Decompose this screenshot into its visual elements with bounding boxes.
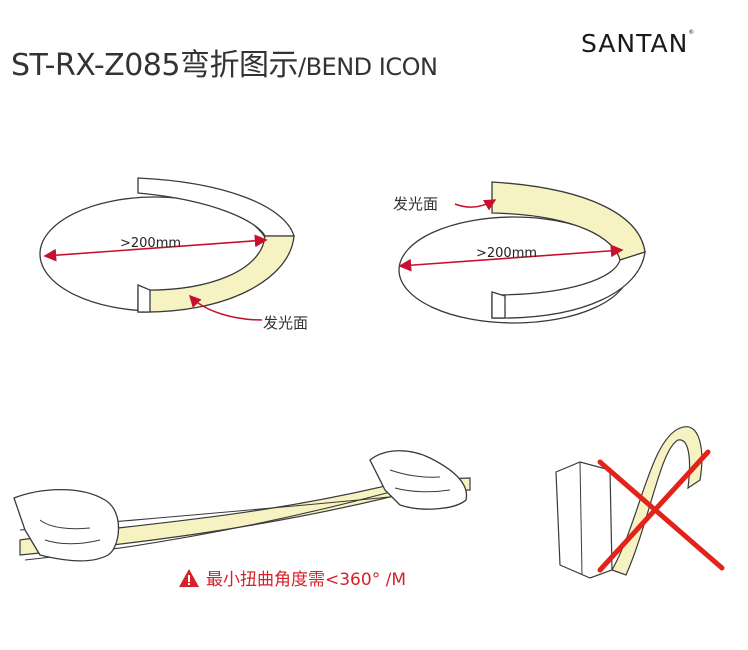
warning-icon: [179, 568, 199, 587]
left-label-arrow: [188, 294, 263, 321]
left-dimension-label: >200mm: [120, 236, 182, 251]
page-title: ST-RX-Z085弯折图示/BEND ICON: [11, 40, 438, 84]
page-title-en: /BEND ICON: [297, 53, 438, 81]
forbidden-strip-bent: [611, 426, 703, 576]
left-strip-end-cap: [137, 284, 151, 313]
left-emitting-face-label: 发光面: [263, 314, 309, 332]
forbidden-strip-base: [555, 461, 613, 579]
left-bend-diagram: [39, 177, 295, 321]
right-bend-diagram: [398, 181, 646, 324]
right-emitting-face-label: 发光面: [393, 195, 439, 213]
right-label-arrow: [454, 199, 497, 211]
left-dimension-arrow: [43, 234, 268, 262]
right-dimension-label: >200mm: [476, 246, 538, 261]
right-strip-end-cap: [491, 291, 506, 319]
forbidden-bend-illustration: [555, 426, 725, 579]
cross-line-1: [597, 459, 725, 571]
left-hand: [13, 488, 120, 562]
twist-warning: 最小扭曲角度需<360° /M: [178, 565, 406, 590]
right-hand: [369, 450, 468, 510]
right-dimension-arrow: [398, 244, 624, 272]
twist-warning-text: 最小扭曲角度需<360° /M: [206, 570, 406, 590]
twist-illustration: [13, 450, 471, 562]
brand-logo: SANTAN®: [581, 29, 696, 58]
page-title-cn: ST-RX-Z085弯折图示: [11, 48, 298, 83]
cross-line-2: [597, 449, 711, 573]
twist-strip: [19, 477, 471, 556]
